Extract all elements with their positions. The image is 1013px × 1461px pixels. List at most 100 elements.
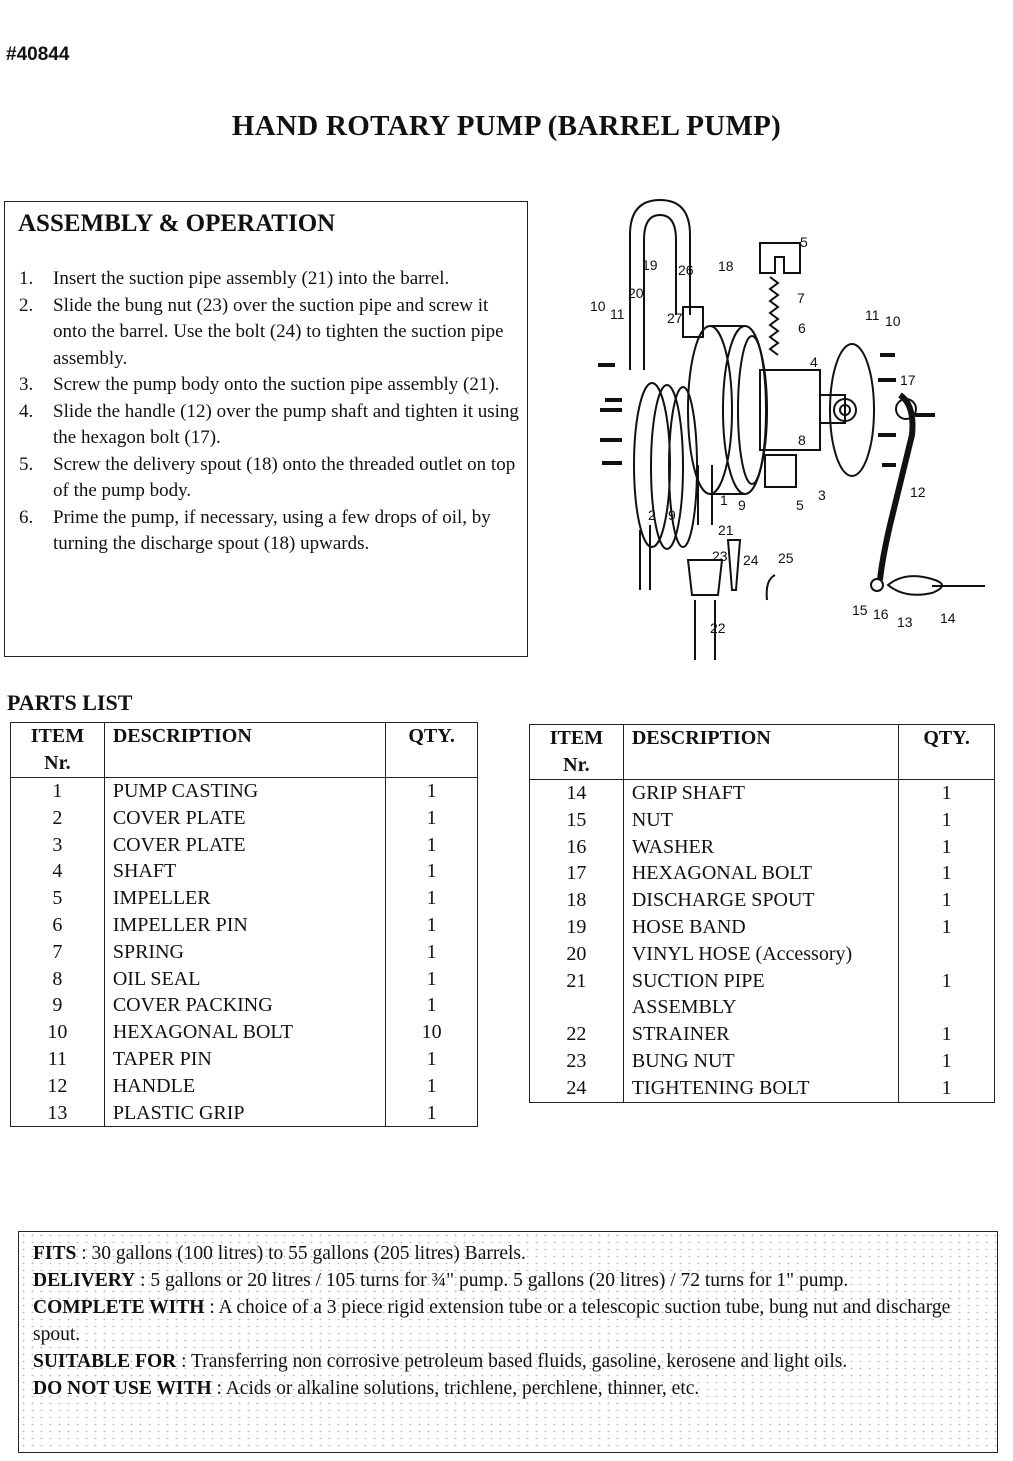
qty-cell: 1	[385, 858, 478, 886]
step-number: 5.	[19, 453, 34, 475]
qty-cell	[898, 940, 995, 968]
qty-cell: 1	[385, 1099, 478, 1128]
description-cell: BUNG NUT	[622, 1047, 900, 1075]
diagram-label: 9	[738, 497, 746, 513]
spec-value: : 5 gallons or 20 litres / 105 turns for…	[135, 1270, 849, 1291]
description-cell: PUMP CASTING	[103, 777, 387, 805]
step-text: Screw the delivery spout (18) onto the t…	[53, 453, 516, 502]
item-number-cell: 14	[529, 779, 624, 807]
spec-fits: FITS : 30 gallons (100 litres) to 55 gal…	[33, 1240, 985, 1267]
diagram-label: 1	[720, 492, 728, 508]
assembly-heading: ASSEMBLY & OPERATION	[18, 210, 336, 237]
description-cell: SHAFT	[103, 858, 387, 886]
table-row: ASSEMBLY	[529, 994, 995, 1022]
diagram-label: 10	[885, 313, 901, 329]
spec-label: COMPLETE WITH	[33, 1297, 205, 1318]
description-cell: IMPELLER	[103, 885, 387, 912]
qty-cell: 1	[898, 887, 995, 914]
assembly-panel: ASSEMBLY & OPERATION 1. Insert the suctio…	[4, 201, 528, 657]
qty-cell: 1	[385, 965, 478, 993]
diagram-label: 6	[798, 320, 806, 336]
diagram-label: 3	[818, 487, 826, 503]
step-text: Insert the suction pipe assembly (21) in…	[53, 268, 450, 289]
qty-cell: 1	[898, 860, 995, 888]
diagram-label: 2	[648, 507, 656, 523]
description-cell: NUT	[622, 806, 900, 834]
diagram-label: 5	[800, 234, 808, 250]
step-number: 1.	[19, 268, 34, 289]
item-number-cell: 2	[10, 804, 105, 832]
diagram-label: 22	[710, 620, 726, 636]
spec-value: : A choice of a 3 piece rigid extension …	[33, 1297, 951, 1345]
description-cell: OIL SEAL	[103, 965, 387, 993]
qty-cell: 1	[385, 1072, 478, 1100]
diagram-label: 26	[678, 262, 694, 278]
step-text: Slide the bung nut (23) over the suction…	[53, 294, 504, 369]
qty-cell: 1	[385, 992, 478, 1020]
item-number-cell: 10	[10, 1019, 105, 1046]
description-cell: GRIP SHAFT	[622, 779, 900, 807]
item-number-cell: 6	[10, 911, 105, 939]
qty-cell: 10	[385, 1019, 478, 1046]
description-cell: HEXAGONAL BOLT	[622, 860, 900, 888]
description-cell: TAPER PIN	[103, 1045, 387, 1073]
step-number: 2.	[19, 294, 34, 316]
item-number-cell: 19	[529, 913, 624, 941]
diagram-label: 25	[778, 550, 794, 566]
item-number-cell: 18	[529, 887, 624, 914]
diagram-label: 12	[910, 484, 926, 500]
item-number-cell: 16	[529, 833, 624, 861]
qty-cell: 1	[385, 911, 478, 939]
qty-cell: 1	[898, 1021, 995, 1048]
qty-cell: 1	[898, 1047, 995, 1075]
diagram-label: 17	[900, 372, 916, 388]
item-number-cell: 17	[529, 860, 624, 888]
diagram-label: 18	[718, 258, 734, 274]
description-cell: COVER PLATE	[103, 804, 387, 832]
diagram-label: 21	[718, 522, 734, 538]
parts-list-heading: PARTS LIST	[7, 690, 133, 715]
description-cell: SUCTION PIPE	[622, 967, 900, 995]
qty-cell: 1	[898, 833, 995, 861]
qty-cell: 1	[898, 779, 995, 807]
qty-cell: 1	[385, 938, 478, 966]
item-number-cell: 22	[529, 1021, 624, 1048]
spec-label: DELIVERY	[33, 1270, 136, 1291]
spec-value: : Transferring non corrosive petroleum b…	[176, 1351, 848, 1372]
spec-complete-with: COMPLETE WITH : A choice of a 3 piece ri…	[33, 1294, 985, 1348]
assembly-step: 1. Insert the suction pipe assembly (21) …	[19, 266, 519, 293]
qty-cell: 1	[898, 806, 995, 834]
qty-cell: 1	[898, 967, 995, 995]
item-number-cell: 8	[10, 965, 105, 993]
diagram-label: 5	[796, 497, 804, 513]
description-cell: TIGHTENING BOLT	[622, 1074, 900, 1103]
document-code: #40844	[6, 44, 70, 65]
description-cell: COVER PACKING	[103, 992, 387, 1020]
description-cell: DISCHARGE SPOUT	[622, 887, 900, 914]
diagram-label: 20	[628, 285, 644, 301]
item-number-cell: 23	[529, 1047, 624, 1075]
